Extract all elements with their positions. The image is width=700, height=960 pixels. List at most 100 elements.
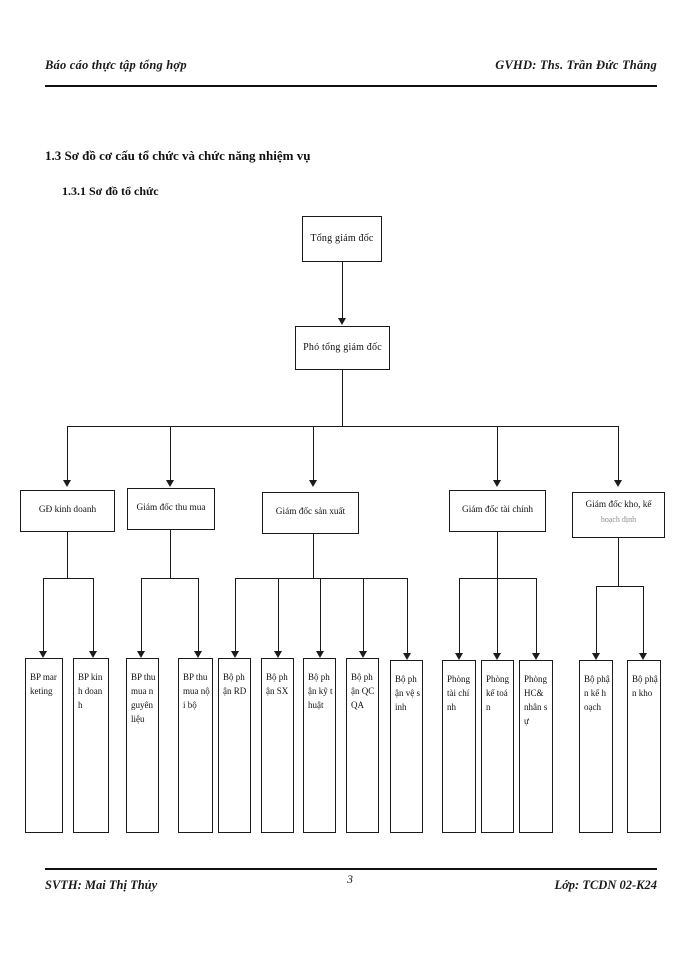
document-header: Báo cáo thực tập tổng hợp GVHD: Ths. Trầ… <box>45 58 657 84</box>
connector-bus-to-manager-2 <box>170 426 171 483</box>
connector-sales-bus <box>43 578 93 579</box>
node-manager-production: Giám đốc sản xuất <box>262 492 359 534</box>
arrow-manager-1 <box>63 480 71 487</box>
section-heading: 1.3 Sơ đồ cơ cấu tổ chức và chức năng nh… <box>45 148 311 163</box>
node-leaf-planning-label: Bộ phận kế hoạch <box>584 674 610 712</box>
connector-warehouse-bus <box>596 586 643 587</box>
node-leaf-finance-dept-label: Phòng tài chính <box>447 674 471 712</box>
arrow-leaf-14 <box>639 653 647 660</box>
node-leaf-sanitation-label: Bộ phận vệ sinh <box>395 674 420 712</box>
node-leaf-purchase-material: BP thu mua nguyên liệu <box>126 658 159 833</box>
header-divider <box>45 85 657 87</box>
arrow-leaf-12 <box>532 653 540 660</box>
node-leaf-hr-label: Phòng HC& nhân sự <box>524 674 548 726</box>
subsection-heading: 1.3.1 Sơ đồ tổ chức <box>62 184 159 198</box>
node-manager-warehouse-label: Giám đốc kho, kế hoạch định <box>573 500 664 525</box>
footer-divider <box>45 868 657 870</box>
connector-bus-to-manager-4 <box>497 426 498 483</box>
document-footer: SVTH: Mai Thị Thủy Lớp: TCDN 02-K24 <box>45 878 657 902</box>
node-leaf-sales-dept-label: BP kinh doanh <box>78 672 103 710</box>
arrow-manager-4 <box>493 480 501 487</box>
node-ceo-label: Tổng giám đốc <box>310 232 374 244</box>
node-leaf-purchase-material-label: BP thu mua nguyên liệu <box>131 672 156 724</box>
connector-manager-bus <box>67 426 618 427</box>
connector-production-child-1 <box>235 578 236 654</box>
node-leaf-hr: Phòng HC& nhân sự <box>519 660 553 833</box>
node-manager-production-label: Giám đốc sản xuất <box>275 507 346 518</box>
arrow-leaf-1 <box>39 651 47 658</box>
connector-production-trunk <box>313 534 314 578</box>
connector-sales-child-2 <box>93 578 94 654</box>
node-leaf-planning: Bộ phận kế hoạch <box>579 660 613 833</box>
node-leaf-marketing: BP marketing <box>25 658 63 833</box>
connector-sales-trunk <box>67 532 68 578</box>
node-leaf-technical-label: Bộ phận kỹ thuật <box>308 672 333 710</box>
node-ceo: Tổng giám đốc <box>302 216 382 262</box>
node-leaf-technical: Bộ phận kỹ thuật <box>303 658 336 833</box>
arrow-ceo-to-deputy <box>338 318 346 325</box>
connector-finance-child-3 <box>536 578 537 656</box>
node-leaf-sx-label: Bộ phận SX <box>266 672 289 696</box>
arrow-leaf-11 <box>493 653 501 660</box>
connector-ceo-to-deputy <box>342 262 343 322</box>
connector-warehouse-child-1 <box>596 586 597 656</box>
node-leaf-sanitation: Bộ phận vệ sinh <box>390 660 423 833</box>
connector-production-bus <box>235 578 407 579</box>
node-leaf-accounting-label: Phòng kế toán <box>486 674 510 712</box>
connector-production-child-3 <box>320 578 321 654</box>
arrow-leaf-6 <box>274 651 282 658</box>
arrow-leaf-13 <box>592 653 600 660</box>
connector-production-child-2 <box>278 578 279 654</box>
node-manager-warehouse: Giám đốc kho, kế hoạch định <box>572 492 665 538</box>
node-manager-warehouse-line2: hoạch định <box>600 514 637 524</box>
arrow-leaf-7 <box>316 651 324 658</box>
node-leaf-qcqa: Bộ phận QCQA <box>346 658 379 833</box>
node-leaf-rd: Bộ phận RD <box>218 658 251 833</box>
header-title-right: GVHD: Ths. Trần Đức Thắng <box>495 58 657 72</box>
node-manager-finance-label: Giám đốc tài chính <box>462 505 533 516</box>
node-manager-purchasing: Giám đốc thu mua <box>127 488 215 530</box>
node-leaf-warehouse-dept: Bộ phận kho <box>627 660 661 833</box>
connector-warehouse-trunk <box>618 538 619 586</box>
connector-finance-child-2 <box>497 578 498 656</box>
node-deputy-label: Phó tổng giám đốc <box>303 341 382 353</box>
connector-production-child-5 <box>407 578 408 656</box>
node-leaf-purchase-internal: BP thu mua nội bộ <box>178 658 213 833</box>
footer-class: Lớp: TCDN 02-K24 <box>554 878 657 892</box>
node-leaf-finance-dept: Phòng tài chính <box>442 660 476 833</box>
arrow-manager-3 <box>309 480 317 487</box>
arrow-leaf-4 <box>194 651 202 658</box>
node-manager-warehouse-line1: Giám đốc kho, kế <box>585 500 652 510</box>
node-deputy: Phó tổng giám đốc <box>295 326 390 370</box>
connector-purchasing-child-2 <box>198 578 199 654</box>
node-leaf-marketing-label: BP marketing <box>30 672 57 696</box>
arrow-manager-5 <box>614 480 622 487</box>
header-title-left: Báo cáo thực tập tổng hợp <box>45 58 187 72</box>
connector-purchasing-bus <box>141 578 198 579</box>
connector-purchasing-trunk <box>170 530 171 578</box>
node-manager-purchasing-label: Giám đốc thu mua <box>136 503 206 514</box>
node-leaf-qcqa-label: Bộ phận QCQA <box>351 672 375 710</box>
arrow-leaf-3 <box>137 651 145 658</box>
connector-warehouse-child-2 <box>643 586 644 656</box>
arrow-leaf-9 <box>403 653 411 660</box>
connector-deputy-trunk <box>342 370 343 426</box>
node-leaf-rd-label: Bộ phận RD <box>223 672 247 696</box>
connector-bus-to-manager-1 <box>67 426 68 483</box>
node-leaf-sales-dept: BP kinh doanh <box>73 658 109 833</box>
arrow-leaf-8 <box>359 651 367 658</box>
arrow-manager-2 <box>166 480 174 487</box>
node-leaf-purchase-internal-label: BP thu mua nội bộ <box>183 672 210 710</box>
connector-sales-child-1 <box>43 578 44 654</box>
connector-finance-trunk <box>497 532 498 578</box>
connector-bus-to-manager-5 <box>618 426 619 483</box>
arrow-leaf-10 <box>455 653 463 660</box>
footer-student-name: SVTH: Mai Thị Thủy <box>45 878 158 892</box>
node-leaf-warehouse-dept-label: Bộ phận kho <box>632 674 658 698</box>
node-leaf-accounting: Phòng kế toán <box>481 660 514 833</box>
node-manager-finance: Giám đốc tài chính <box>449 490 546 532</box>
arrow-leaf-5 <box>231 651 239 658</box>
node-leaf-sx: Bộ phận SX <box>261 658 294 833</box>
